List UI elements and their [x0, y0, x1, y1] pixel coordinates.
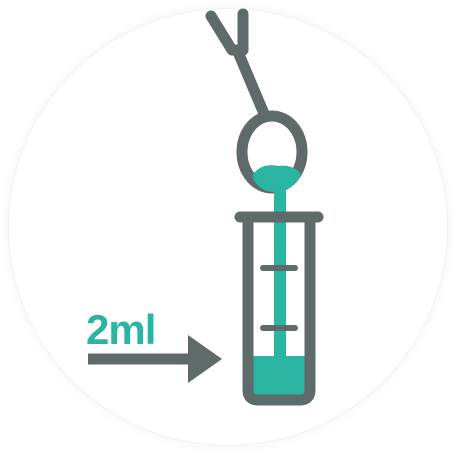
tube-liquid: [252, 356, 306, 396]
spoon-handle: [211, 14, 265, 116]
volume-label: 2ml: [86, 306, 155, 354]
arrow-head: [188, 335, 222, 383]
spoon-icon: [211, 14, 302, 192]
